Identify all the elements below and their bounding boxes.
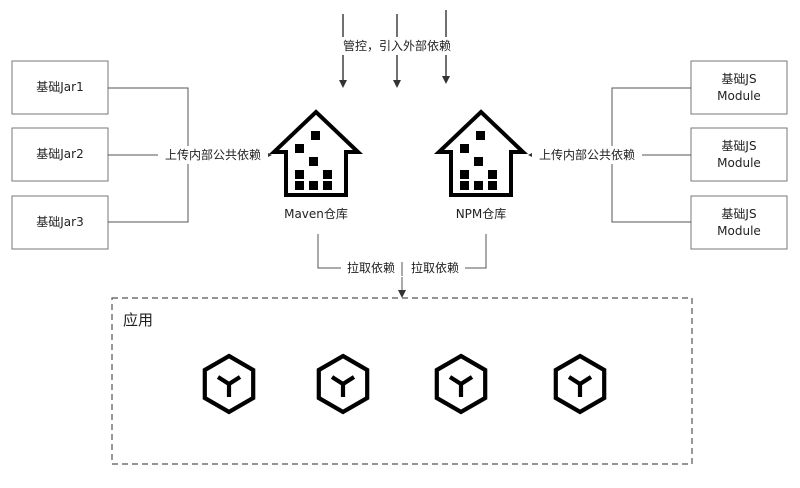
module-label-line2: Module	[717, 224, 761, 238]
manage-label: 管控，引入外部依赖	[343, 38, 451, 53]
component-icon[interactable]	[202, 353, 256, 415]
module-box[interactable]	[690, 195, 788, 250]
jar-label: 基础Jar1	[36, 80, 83, 94]
jar-box[interactable]	[11, 60, 109, 115]
module-label-line1: 基础JS	[721, 139, 756, 153]
module-label-line2: Module	[717, 89, 761, 103]
jar-label: 基础Jar3	[36, 215, 83, 229]
component-icon[interactable]	[434, 353, 488, 415]
npm-repo-label: NPM仓库	[456, 206, 507, 221]
js-group: 基础JS Module 基础JS Module 基础JS Module 上传内部…	[528, 60, 788, 250]
application-container	[111, 297, 693, 465]
jar-label: 基础Jar2	[36, 147, 83, 161]
npm-warehouse-icon	[434, 109, 528, 197]
java-group: 基础Jar1 基础Jar2 基础Jar3 上传内部公共依赖	[11, 60, 272, 250]
maven-warehouse-icon	[269, 109, 363, 197]
pull-connector: 拉取依赖 拉取依赖	[317, 234, 487, 298]
upload-label-right: 上传内部公共依赖	[539, 147, 635, 162]
jar-box[interactable]	[11, 195, 109, 250]
module-box[interactable]	[690, 127, 788, 182]
module-box[interactable]	[690, 60, 788, 115]
maven-repo-label: Maven仓库	[284, 206, 348, 221]
module-label-line1: 基础JS	[721, 207, 756, 221]
pull-label-right: 拉取依赖	[411, 260, 459, 275]
upload-label-left: 上传内部公共依赖	[165, 147, 261, 162]
component-icon[interactable]	[316, 353, 370, 415]
top-arrows: 管控，引入外部依赖	[336, 10, 460, 88]
module-label-line2: Module	[717, 156, 761, 170]
component-icon[interactable]	[553, 353, 607, 415]
module-label-line1: 基础JS	[721, 72, 756, 86]
application-title: 应用	[123, 311, 153, 329]
pull-label-left: 拉取依赖	[347, 260, 395, 275]
